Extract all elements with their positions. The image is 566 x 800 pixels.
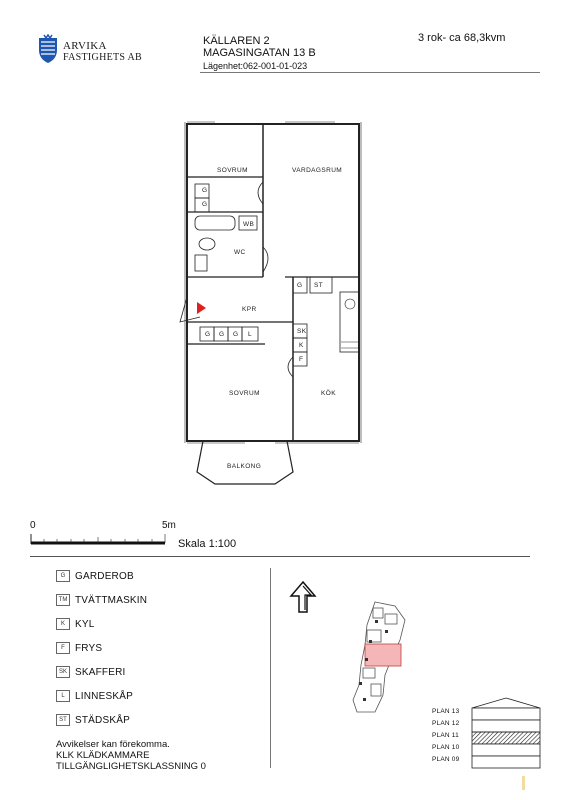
scale-label: Skala 1:100: [178, 538, 237, 550]
floor-label-09: PLAN 09: [432, 756, 460, 763]
legend-label: SKAFFERI: [75, 666, 126, 678]
fixture-g6: G: [233, 331, 239, 338]
legend-label: KYL: [75, 618, 95, 630]
legend-label: LINNESKÅP: [75, 690, 133, 702]
fixture-g2: G: [202, 201, 208, 208]
legend-code-box: L: [56, 690, 70, 702]
corner-mark: [522, 776, 525, 790]
fixture-f: F: [299, 356, 304, 363]
legend-row-kyl: K KYL: [56, 617, 95, 631]
company-name-line1: ARVIKA: [63, 40, 107, 52]
legend-row-skafferi: SK SKAFFERI: [56, 665, 126, 679]
fixture-sk: SK: [297, 328, 307, 335]
section-divider: [30, 556, 530, 557]
fixture-wb: WB: [243, 221, 255, 228]
fixture-g3: G: [297, 282, 303, 289]
room-vardagsrum: VARDAGSRUM: [292, 167, 343, 174]
fixture-g4: G: [205, 331, 211, 338]
property-address: MAGASINGATAN 13 B: [203, 47, 316, 59]
entrance-marker: [197, 302, 206, 314]
legend-row-garderob: G GARDEROB: [56, 569, 134, 583]
fixture-g1: G: [202, 187, 208, 194]
active-floor-marker: [471, 731, 541, 745]
note-deviations: Avvikelser kan förekomma.: [56, 739, 170, 750]
coat-of-arms-logo: [39, 34, 57, 63]
fixture-k: K: [299, 342, 304, 349]
floor-stack-diagram: [471, 697, 541, 769]
room-kok: KÖK: [321, 390, 336, 397]
legend-code-box: TM: [56, 594, 70, 606]
room-sovrum-bottom: SOVRUM: [229, 390, 260, 397]
floor-label-10: PLAN 10: [432, 744, 460, 751]
legend-code-box: G: [56, 570, 70, 582]
header: ARVIKA FASTIGHETS AB KÄLLAREN 2 MAGASING…: [0, 0, 566, 80]
room-balkong: BALKONG: [227, 463, 262, 470]
north-arrow-icon: [289, 580, 317, 613]
note-klk: KLK KLÄDKAMMARE: [56, 750, 150, 761]
company-name-line2: FASTIGHETS AB: [63, 52, 143, 63]
room-kpr: KPR: [242, 306, 257, 313]
legend-row-linneskap: L LINNESKÅP: [56, 689, 133, 703]
floor-label-12: PLAN 12: [432, 720, 460, 727]
outer-wall: [186, 123, 360, 442]
apartment-size: 3 rok- ca 68,3kvm: [418, 32, 506, 44]
floor-label-13: PLAN 13: [432, 708, 460, 715]
vertical-divider: [270, 568, 271, 768]
legend-label: GARDEROB: [75, 570, 134, 582]
site-plan-highlight: [364, 643, 402, 667]
header-divider: [200, 72, 540, 73]
legend-label: TVÄTTMASKIN: [75, 594, 148, 606]
fixture-st: ST: [314, 282, 324, 289]
room-sovrum-top: SOVRUM: [217, 167, 248, 174]
legend-code-box: F: [56, 642, 70, 654]
floor-plan: [179, 121, 362, 485]
legend-code-box: SK: [56, 666, 70, 678]
legend-row-stadskap: ST STÄDSKÅP: [56, 713, 130, 727]
legend-label: STÄDSKÅP: [75, 714, 130, 726]
room-wc: WC: [234, 249, 246, 256]
property-name: KÄLLAREN 2: [203, 35, 270, 47]
scale-bar: 0 5m: [30, 520, 180, 550]
legend-row-frys: F FRYS: [56, 641, 102, 655]
legend-row-tvattmaskin: TM TVÄTTMASKIN: [56, 593, 147, 607]
legend-label: FRYS: [75, 642, 103, 654]
fixture-l: L: [248, 331, 253, 338]
legend-code-box: K: [56, 618, 70, 630]
scale-start: 0: [30, 520, 36, 531]
scale-ruler: [30, 534, 166, 545]
floor-label-11: PLAN 11: [432, 732, 459, 739]
apartment-number: Lägenhet:062-001-01-023: [203, 61, 308, 71]
site-plan-map: [352, 601, 406, 713]
fixture-g5: G: [219, 331, 225, 338]
legend-code-box: ST: [56, 714, 70, 726]
note-accessibility: TILLGÄNGLIGHETSKLASSNING 0: [56, 761, 206, 772]
scale-end: 5m: [162, 520, 176, 531]
